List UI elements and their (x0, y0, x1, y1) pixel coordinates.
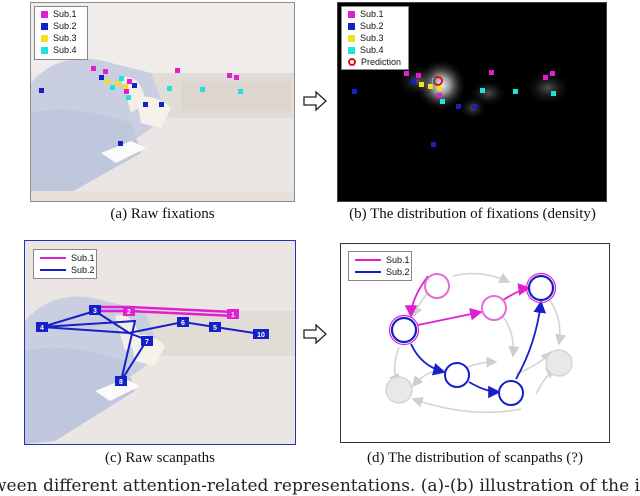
scanpath-node: 3 (89, 305, 101, 315)
sub4-swatch (41, 46, 48, 54)
legend-label: Prediction (361, 57, 402, 67)
fixation-markers (352, 70, 556, 147)
scanpaths-legend: Sub.1 Sub.2 (33, 249, 97, 279)
svg-text:4: 4 (40, 325, 44, 332)
shared-state-node (390, 316, 418, 344)
prediction-swatch (348, 58, 356, 66)
sub2-line (355, 271, 381, 273)
scanpath-graph: 2 3 1 4 5 6 7 8 10 (36, 305, 269, 386)
caption-d: (d) The distribution of scanpaths (?) (367, 450, 583, 466)
scanpath-node: 10 (253, 329, 269, 339)
raw-scanpaths-panel: 2 3 1 4 5 6 7 8 10 Sub.1 Sub.2 (24, 240, 296, 445)
scanpath-node: 2 (123, 306, 135, 316)
shared-state-node (527, 274, 555, 302)
scanpath-distribution-graph (385, 272, 573, 414)
svg-text:7: 7 (145, 339, 149, 346)
sub1-state-node (424, 273, 450, 299)
living-room-photo (31, 3, 294, 201)
scanpath-node: 4 (36, 322, 48, 332)
faded-state-node (545, 349, 573, 377)
legend-label: Sub.1 (386, 255, 410, 265)
right-arrow-icon (303, 323, 327, 345)
sub1-state-node (481, 295, 507, 321)
scanpath-node: 5 (209, 322, 221, 332)
scanpath-distribution-panel: Sub.1 Sub.2 (340, 243, 610, 443)
scanpath-distribution-legend: Sub.1 Sub.2 (348, 251, 412, 281)
svg-text:6: 6 (181, 320, 185, 327)
svg-text:2: 2 (127, 309, 131, 316)
legend-label: Sub.1 (53, 9, 77, 19)
legend-label: Sub.2 (53, 21, 77, 31)
sub3-swatch (348, 34, 355, 42)
fixation-markers (39, 66, 243, 146)
sub2-line (40, 269, 66, 271)
right-arrow-icon (303, 90, 327, 112)
living-room-photo (25, 241, 295, 444)
svg-text:8: 8 (119, 379, 123, 386)
sub4-swatch (348, 46, 355, 54)
sub1-line (355, 259, 381, 261)
legend-label: Sub.1 (360, 9, 384, 19)
sub2-state-node (498, 380, 524, 406)
sub2-swatch (41, 22, 48, 30)
legend-label: Sub.2 (71, 265, 95, 275)
svg-text:3: 3 (93, 308, 97, 315)
legend-label: Sub.3 (360, 33, 384, 43)
scanpath-node: 6 (177, 317, 189, 327)
legend-label: Sub.2 (386, 267, 410, 277)
legend-label: Sub.2 (360, 21, 384, 31)
legend-label: Sub.1 (71, 253, 95, 263)
legend-label: Sub.4 (360, 45, 384, 55)
svg-text:5: 5 (213, 325, 217, 332)
sub3-swatch (41, 34, 48, 42)
caption-b: (b) The distribution of fixations (densi… (349, 206, 596, 222)
legend-label: Sub.3 (53, 33, 77, 43)
svg-text:10: 10 (257, 332, 265, 339)
raw-fixations-panel: Sub.1 Sub.2 Sub.3 Sub.4 (30, 2, 295, 202)
sub1-swatch (41, 10, 48, 18)
scanpath-node: 1 (227, 309, 239, 319)
fixation-density-panel: Sub.1 Sub.2 Sub.3 Sub.4 Prediction (337, 2, 607, 202)
sub1-swatch (348, 10, 355, 18)
fixations-legend: Sub.1 Sub.2 Sub.3 Sub.4 (34, 6, 88, 60)
sub2-swatch (348, 22, 355, 30)
sub1-line (40, 257, 66, 259)
caption-a: (a) Raw fixations (110, 206, 215, 222)
caption-c: (c) Raw scanpaths (105, 450, 215, 466)
prediction-marker (433, 76, 443, 86)
cropped-caption-text: ween different attention-related represe… (0, 476, 640, 496)
svg-text:1: 1 (231, 312, 235, 319)
legend-label: Sub.4 (53, 45, 77, 55)
scanpath-node: 7 (141, 336, 153, 346)
density-legend: Sub.1 Sub.2 Sub.3 Sub.4 Prediction (341, 6, 409, 70)
faded-state-node (385, 376, 413, 404)
scanpath-node: 8 (115, 376, 127, 386)
sub2-state-node (444, 362, 470, 388)
